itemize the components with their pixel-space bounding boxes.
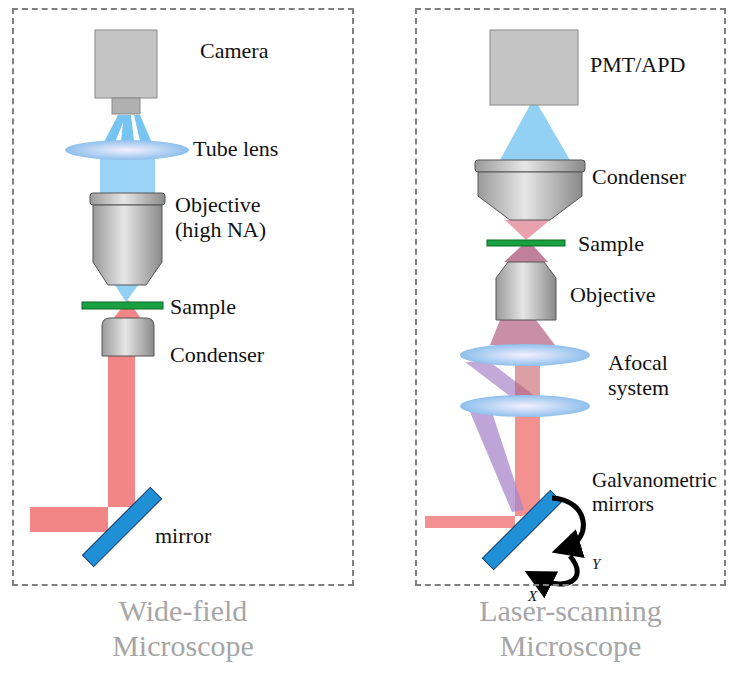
laser-beam bbox=[425, 412, 540, 528]
panel-caption: Wide-field Microscope bbox=[73, 594, 293, 663]
axis-label: Y bbox=[592, 556, 600, 573]
scanned-beam-afocal bbox=[465, 362, 540, 400]
transmitted-cone bbox=[505, 220, 550, 240]
illumination-beam bbox=[30, 355, 135, 532]
part-label: Tube lens bbox=[193, 136, 278, 161]
part-label: Sample bbox=[578, 231, 644, 256]
part-label: mirror bbox=[155, 523, 211, 548]
condenser-ring bbox=[475, 160, 585, 172]
sample-slide bbox=[487, 240, 565, 246]
tube-lens bbox=[65, 140, 189, 160]
part-label: PMT/APD bbox=[590, 52, 685, 77]
objective-ring bbox=[90, 193, 165, 205]
detected-light bbox=[500, 105, 570, 160]
wide-field-illustration bbox=[30, 30, 189, 567]
part-label: Condenser bbox=[170, 342, 264, 367]
afocal-lens-lower bbox=[460, 395, 590, 417]
mirror-plate bbox=[82, 487, 161, 566]
galvo-mirror bbox=[482, 490, 561, 569]
panel-caption: Laser-scanning Microscope bbox=[451, 594, 691, 663]
part-label: Galvanometric mirrors bbox=[592, 468, 728, 516]
objective-body bbox=[93, 205, 162, 285]
part-label: Objective (high NA) bbox=[175, 192, 300, 243]
camera-sensor bbox=[112, 98, 140, 114]
rotation-arrow-x bbox=[538, 556, 577, 584]
scanned-beam bbox=[470, 412, 524, 512]
axis-label: X bbox=[528, 588, 537, 605]
condenser-body bbox=[102, 318, 154, 356]
sample-slide bbox=[82, 302, 163, 309]
objective-body bbox=[496, 262, 556, 320]
laser-beam-afocal bbox=[515, 362, 540, 400]
part-label: Camera bbox=[200, 38, 268, 63]
camera-body bbox=[95, 30, 157, 98]
part-label: Condenser bbox=[592, 164, 686, 189]
part-label: Objective bbox=[570, 282, 656, 307]
rotation-arrow-y bbox=[552, 498, 583, 548]
condenser-body bbox=[478, 172, 582, 220]
afocal-lens-upper bbox=[460, 344, 590, 366]
emission-beam bbox=[100, 158, 155, 194]
part-label: Afocal system bbox=[608, 350, 708, 401]
laser-scanning-illustration bbox=[425, 30, 590, 584]
pmt-box bbox=[490, 30, 578, 105]
beam-to-objective bbox=[490, 320, 555, 345]
part-label: Sample bbox=[170, 294, 236, 319]
